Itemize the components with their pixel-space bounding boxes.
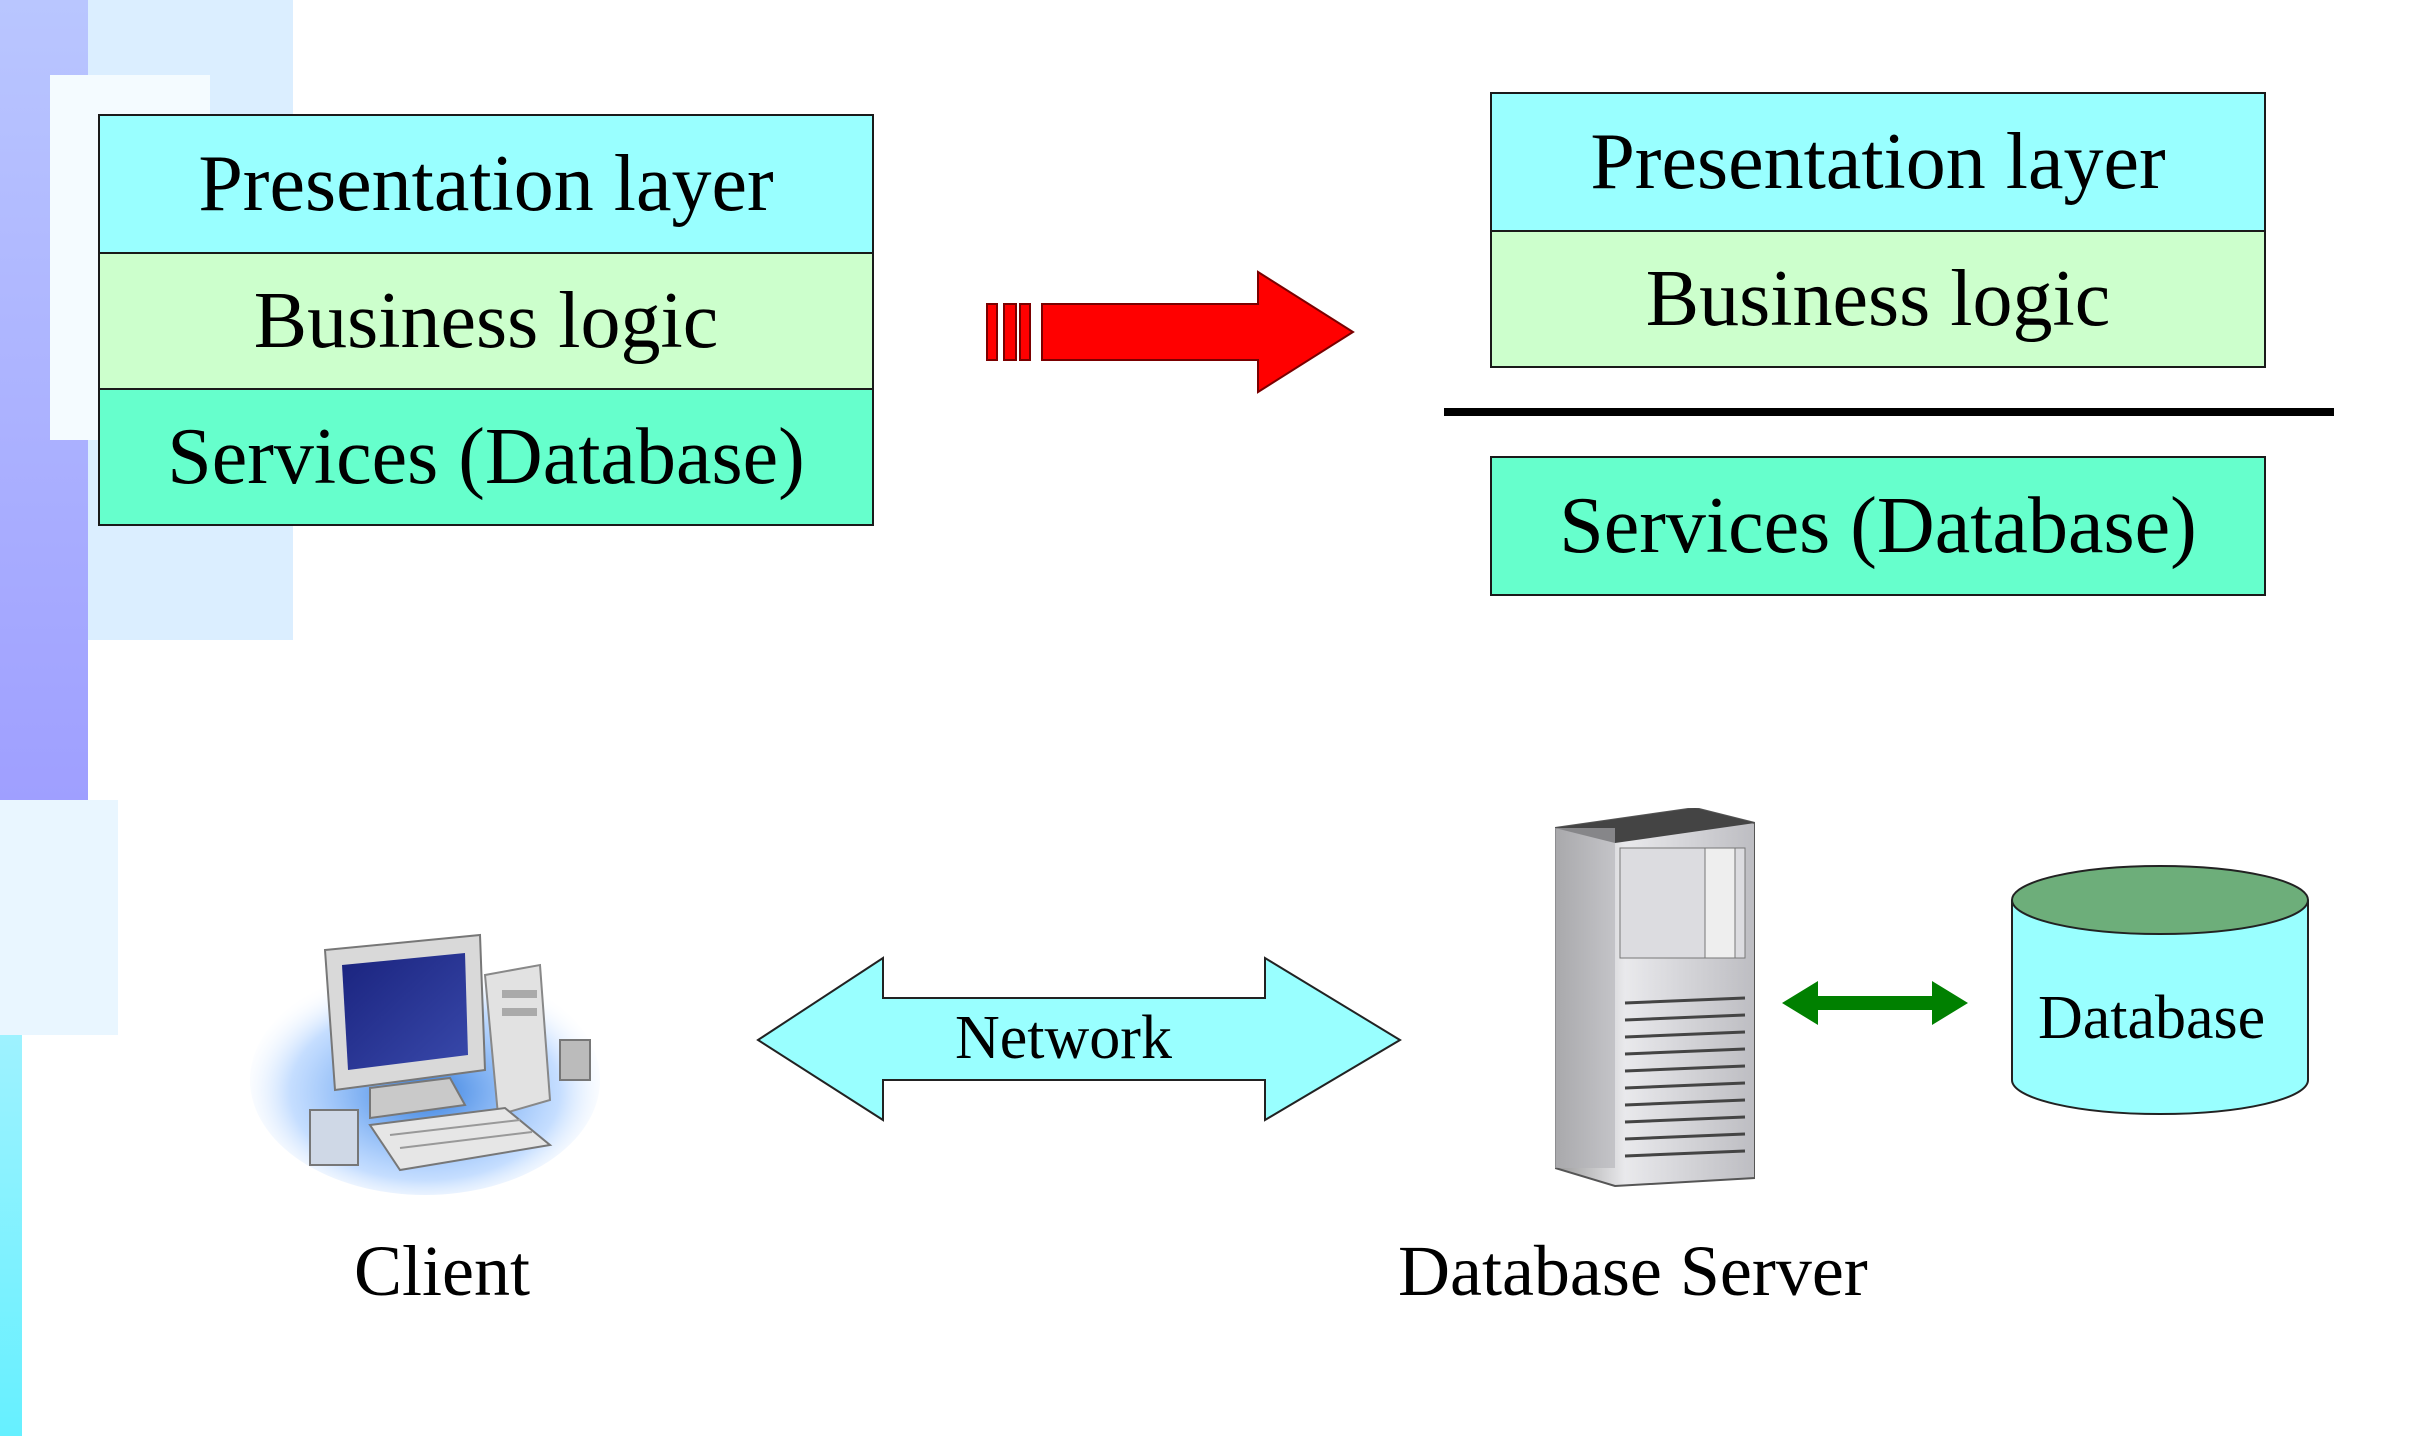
database-server-caption: Database Server bbox=[1398, 1231, 1868, 1311]
left-presentation-layer: Presentation layer bbox=[100, 116, 872, 252]
green-double-arrow-icon bbox=[1782, 981, 1968, 1025]
right-presentation-label: Presentation layer bbox=[1590, 117, 2166, 206]
left-presentation-label: Presentation layer bbox=[198, 139, 774, 228]
client-computer-icon bbox=[250, 933, 600, 1195]
left-layer-stack: Presentation layer Business logic Servic… bbox=[98, 114, 874, 526]
tier-divider-line bbox=[1444, 408, 2334, 416]
left-services-layer: Services (Database) bbox=[100, 388, 872, 524]
left-business-label: Business logic bbox=[253, 276, 719, 365]
left-business-layer: Business logic bbox=[100, 252, 872, 388]
client-caption: Client bbox=[354, 1231, 530, 1311]
left-services-label: Services (Database) bbox=[167, 412, 805, 501]
right-layer-stack: Presentation layer Business logic bbox=[1490, 92, 2266, 368]
right-services-label: Services (Database) bbox=[1559, 481, 2197, 570]
database-server-icon bbox=[1555, 808, 1755, 1188]
database-cylinder-icon bbox=[2011, 865, 2309, 1115]
right-business-label: Business logic bbox=[1645, 254, 2111, 343]
right-business-layer: Business logic bbox=[1492, 230, 2264, 366]
red-arrow-icon bbox=[986, 270, 1355, 394]
network-arrow bbox=[756, 956, 1402, 1122]
deco-block-light-2 bbox=[0, 800, 118, 1035]
right-services-layer: Services (Database) bbox=[1492, 458, 2264, 594]
right-services-box: Services (Database) bbox=[1490, 456, 2266, 596]
right-presentation-layer: Presentation layer bbox=[1492, 94, 2264, 230]
database-label: Database bbox=[2038, 984, 2266, 1052]
network-label: Network bbox=[955, 1004, 1172, 1072]
